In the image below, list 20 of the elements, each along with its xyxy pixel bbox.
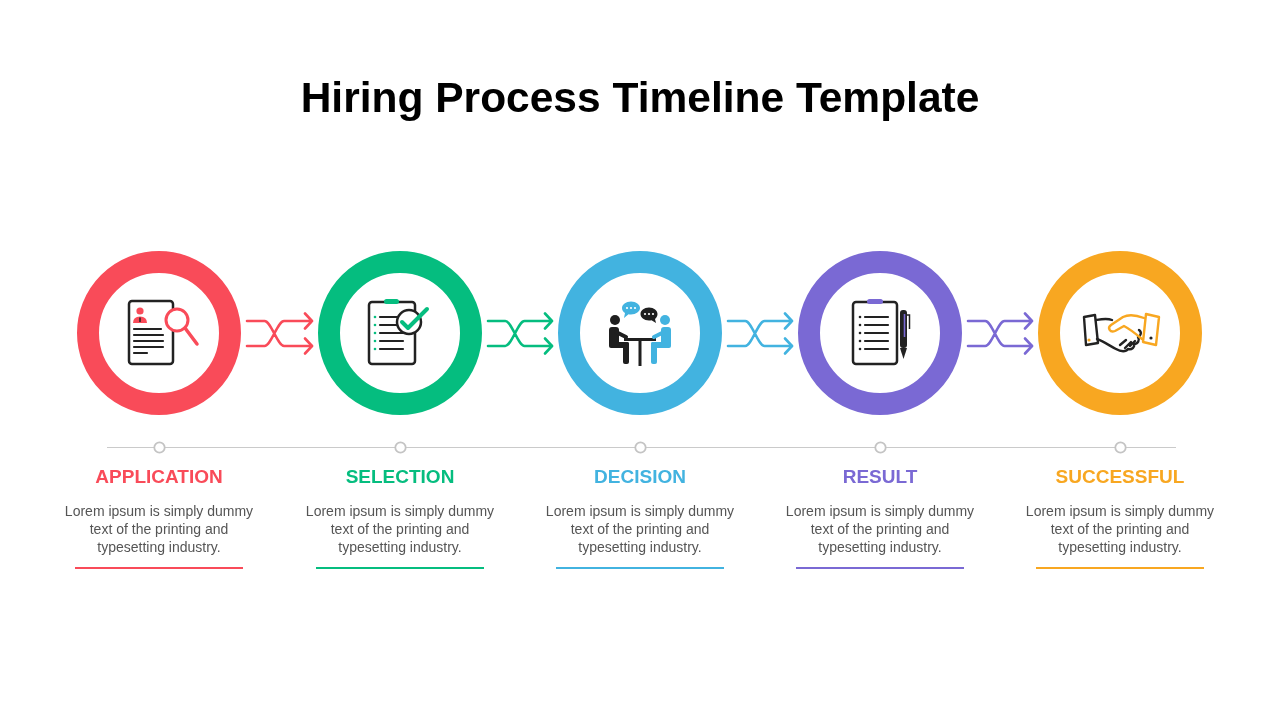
step-description: Lorem ipsum is simply dummy text of the printing and typesetting industry. [1024,502,1216,556]
shuffle-arrow [486,312,554,355]
step-title: DECISION [594,465,686,489]
step-ring [318,251,482,415]
step-description: Lorem ipsum is simply dummy text of the printing and typesetting industry. [784,502,976,556]
step-ring [558,251,722,415]
step-title: SUCCESSFUL [1055,465,1185,489]
step-ring [77,251,241,415]
step-description: Lorem ipsum is simply dummy text of the printing and typesetting industry. [544,502,736,556]
shuffle-arrow [726,312,794,355]
step-ring [1038,251,1202,415]
step-title: SELECTION [345,465,455,489]
step-description: Lorem ipsum is simply dummy text of the printing and typesetting industry. [304,502,496,556]
step-title: APPLICATION [95,465,223,489]
step-description: Lorem ipsum is simply dummy text of the printing and typesetting industry. [63,502,255,556]
shuffle-arrow [245,312,314,355]
title: Hiring Process Timeline Template [300,73,980,123]
shuffle-arrow [966,312,1034,355]
step-title: RESULT [842,465,918,489]
step-ring [798,251,962,415]
